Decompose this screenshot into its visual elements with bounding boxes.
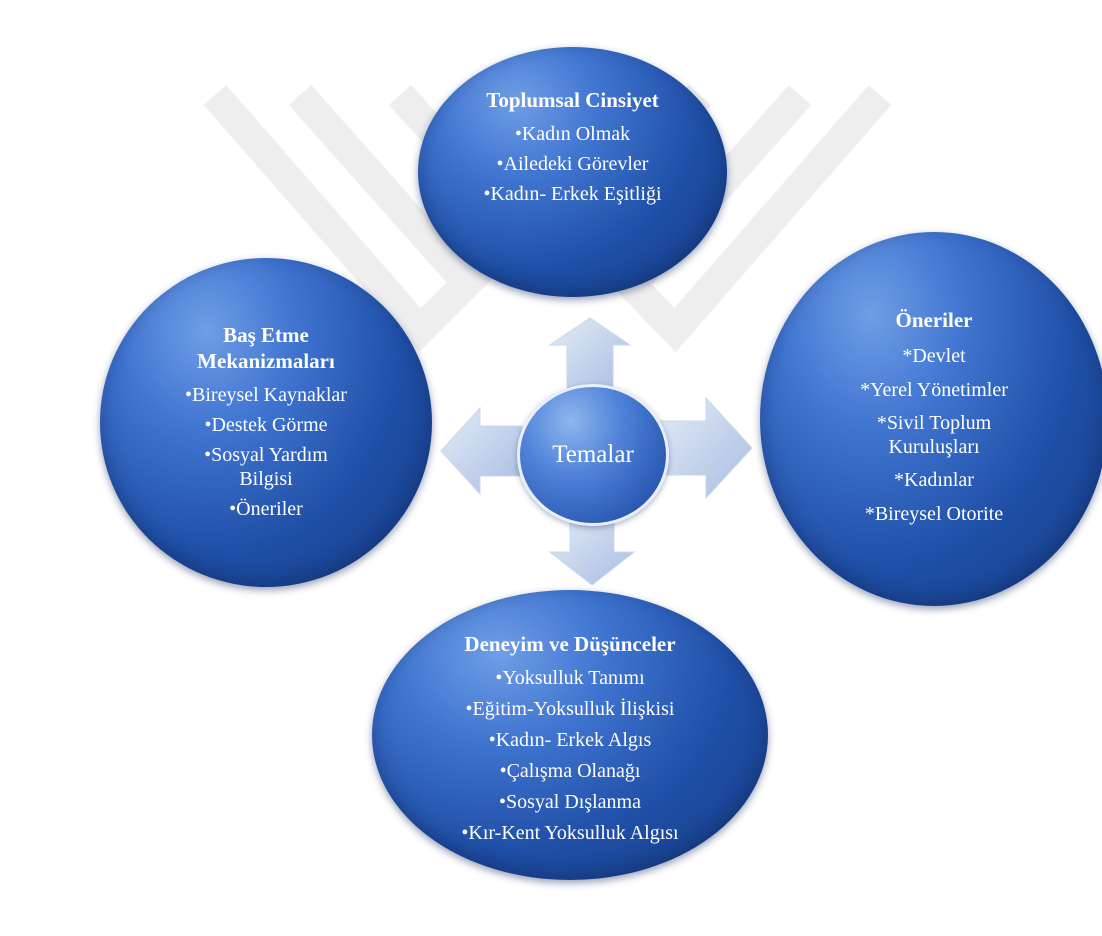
node-oneriler: Öneriler *Devlet *Yerel Yönetimler *Sivi… [760, 232, 1102, 606]
node-deneyim-ve-dusunceler: Deneyim ve Düşünceler •Yoksulluk Tanımı … [372, 590, 768, 880]
node-title: Öneriler [895, 308, 973, 332]
arrow-left-icon [440, 406, 523, 496]
node-item: *Devlet [902, 345, 966, 367]
node-item: •Kadın- Erkek Algıs [488, 729, 652, 751]
node-item: •Çalışma Olanağı [499, 760, 641, 782]
node-item: •Öneriler [229, 497, 303, 520]
node-title: Deneyim ve Düşünceler [464, 632, 676, 656]
node-item: •Sosyal Yardım Bilgisi [204, 443, 328, 490]
arrow-right-icon [657, 396, 753, 500]
node-toplumsal-cinsiyet: Toplumsal Cinsiyet •Kadın Olmak •Ailedek… [418, 47, 727, 297]
node-title: Baş Etme Mekanizmaları [197, 322, 335, 373]
node-item: •Kadın Olmak [514, 123, 631, 145]
node-item: *Kadınlar [894, 469, 974, 491]
center-node-temalar: Temalar [517, 384, 669, 526]
center-label: Temalar [552, 441, 634, 468]
node-item: •Ailedeki Görevler [496, 153, 649, 175]
node-item: •Yoksulluk Tanımı [495, 667, 645, 689]
node-item: •Bireysel Kaynaklar [185, 383, 347, 406]
arrow-up-icon [548, 317, 632, 393]
node-item: *Yerel Yönetimler [860, 379, 1008, 401]
node-title: Toplumsal Cinsiyet [486, 88, 659, 112]
node-item: •Kadın- Erkek Eşitliği [483, 183, 662, 205]
node-item: *Bireysel Otorite [864, 503, 1004, 525]
node-item: •Sosyal Dışlanma [499, 791, 641, 813]
node-item: •Eğitim-Yoksulluk İlişkisi [465, 698, 675, 720]
node-bas-etme-mekanizmalari: Baş Etme Mekanizmaları •Bireysel Kaynakl… [100, 258, 432, 587]
node-item: •Kır-Kent Yoksulluk Algısı [461, 822, 679, 844]
node-item: •Destek Görme [204, 413, 328, 436]
node-item: *Sivil Toplum Kuruluşları [876, 412, 992, 458]
